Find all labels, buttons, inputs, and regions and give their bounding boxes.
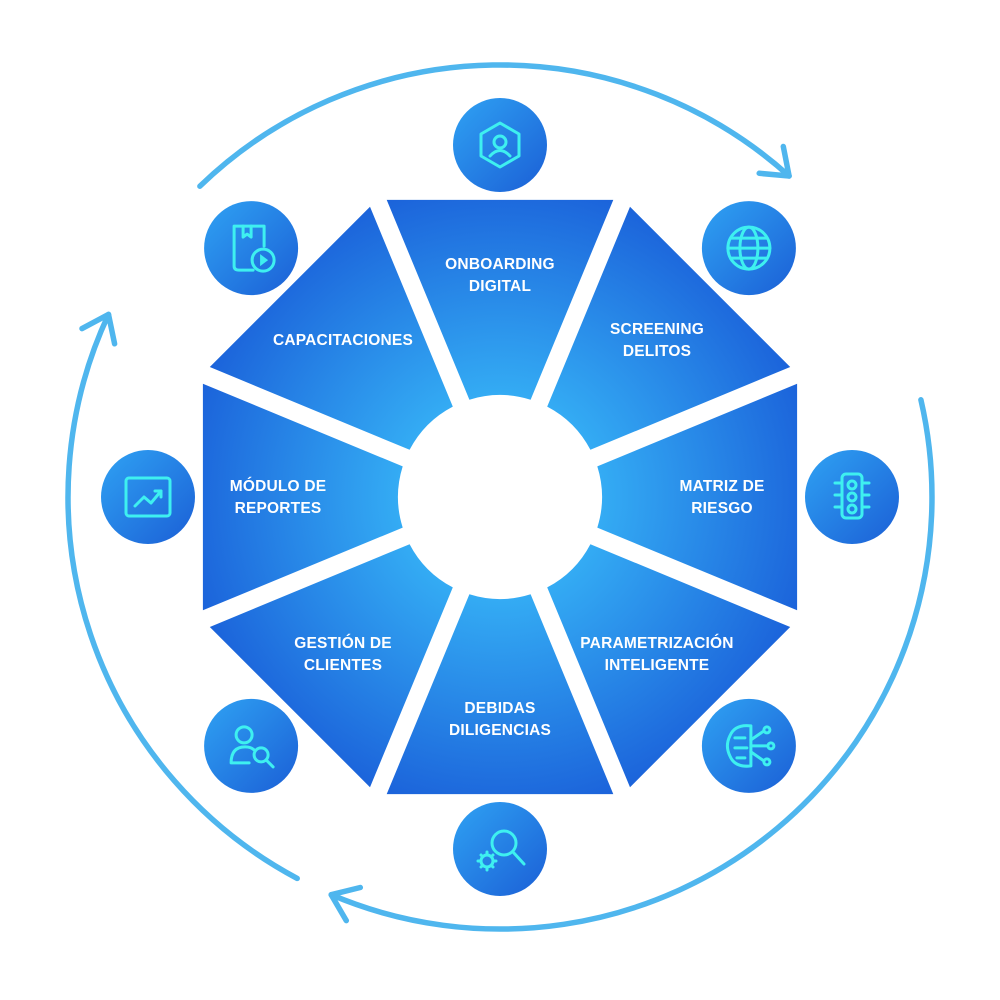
badge-circle <box>204 698 299 793</box>
badge-circle <box>453 98 547 192</box>
badge-circle <box>701 698 796 793</box>
search-gear-icon <box>476 829 526 872</box>
badge-debidas-diligencias[interactable] <box>453 802 547 896</box>
icon-badges <box>101 98 899 896</box>
segment-label-line: SCREENING <box>610 321 704 338</box>
segment-capacitaciones[interactable] <box>209 206 453 450</box>
segment-label-debidas-diligencias: DEBIDAS DILIGENCIAS <box>449 700 551 739</box>
segment-onboarding-digital[interactable] <box>386 199 614 400</box>
segment-label-matriz-de-riesgo: MATRIZ DE RIESGO <box>679 478 764 517</box>
segment-gestion-de-clientes[interactable] <box>209 544 453 788</box>
segment-label-line: ONBOARDING <box>445 256 555 273</box>
badge-modulo-de-reportes[interactable] <box>101 450 195 544</box>
badge-circle <box>453 802 547 896</box>
badge-matriz-de-riesgo[interactable] <box>805 450 899 544</box>
segment-parametrizacion-inteligente[interactable] <box>547 544 791 788</box>
badge-capacitaciones[interactable] <box>204 201 299 296</box>
cycle-arrows <box>65 62 935 932</box>
segment-screening-delitos[interactable] <box>547 206 791 450</box>
segment-label-line: CLIENTES <box>304 657 382 674</box>
badge-circle <box>204 201 299 296</box>
badge-screening-delitos[interactable] <box>701 201 796 296</box>
segment-label-line: MATRIZ DE <box>679 478 764 495</box>
user-hexagon-icon <box>479 121 521 169</box>
segment-label-line: DELITOS <box>623 343 691 360</box>
segment-label-parametrizacion-inteligente: PARAMETRIZACIÓN INTELIGENTE <box>580 634 733 674</box>
segment-label-screening-delitos: SCREENING DELITOS <box>610 321 704 360</box>
segment-label-line: CAPACITACIONES <box>273 332 413 349</box>
segment-matriz-de-riesgo[interactable] <box>597 383 798 611</box>
segment-label-line: PARAMETRIZACIÓN <box>580 634 733 652</box>
book-play-icon <box>232 224 276 273</box>
traffic-light-icon <box>833 472 871 520</box>
segment-label-line: RIESGO <box>691 500 753 517</box>
segment-label-line: MÓDULO DE <box>230 477 327 495</box>
segment-label-line: REPORTES <box>235 500 322 517</box>
arrow-head-2 <box>328 884 364 924</box>
cycle-arrow-2 <box>328 397 935 932</box>
segment-ring <box>202 199 798 795</box>
segment-label-line: DIGITAL <box>469 278 531 295</box>
segment-labels: ONBOARDING DIGITAL SCREENING DELITOS MATRIZ … <box>230 256 765 739</box>
segment-label-modulo-de-reportes: MÓDULO DE REPORTES <box>230 477 327 517</box>
badge-parametrizacion-inteligente[interactable] <box>701 698 796 793</box>
globe-icon <box>726 225 772 271</box>
badge-circle <box>101 450 195 544</box>
segment-label-capacitaciones: CAPACITACIONES <box>273 332 413 349</box>
cycle-arrow-1 <box>197 62 792 189</box>
segment-label-line: DILIGENCIAS <box>449 722 551 739</box>
segment-label-line: GESTIÓN DE <box>294 634 392 652</box>
segment-label-line: INTELIGENTE <box>605 657 710 674</box>
cycle-arrow-3 <box>65 311 300 882</box>
segment-label-onboarding-digital: ONBOARDING DIGITAL <box>445 256 555 295</box>
segment-label-line: DEBIDAS <box>464 700 535 717</box>
segment-label-gestion-de-clientes: GESTIÓN DE CLIENTES <box>294 634 392 674</box>
badge-gestion-de-clientes[interactable] <box>204 698 299 793</box>
chart-trend-icon <box>124 476 172 518</box>
arrow-head-1 <box>756 143 792 179</box>
segment-debidas-diligencias[interactable] <box>386 594 614 795</box>
ai-brain-icon <box>725 724 776 768</box>
arrow-head-3 <box>79 311 118 347</box>
segment-modulo-de-reportes[interactable] <box>202 383 403 611</box>
badge-circle <box>805 450 899 544</box>
user-search-icon <box>229 725 275 769</box>
badge-onboarding-digital[interactable] <box>453 98 547 192</box>
